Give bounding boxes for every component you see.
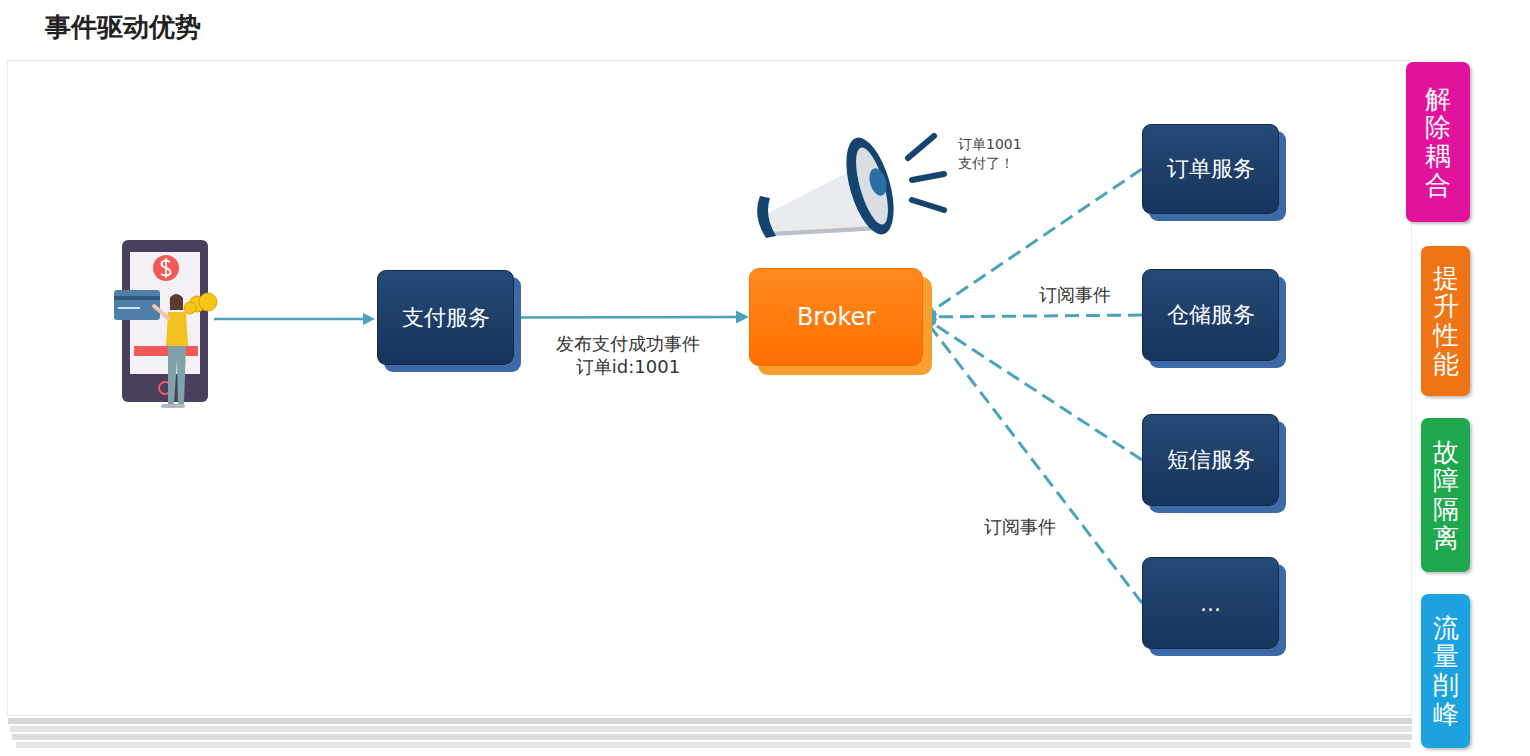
advantage-tab: 解除耦合 (1406, 62, 1470, 222)
node-text: 订单服务 (1167, 154, 1255, 184)
drawing-part (134, 346, 198, 356)
node-text: 提升性能 (1433, 264, 1459, 378)
arrow-head (736, 311, 749, 324)
edge-label: 发布支付成功事件 订单id:1001 (553, 333, 703, 378)
edge-label: 订阅事件 (981, 516, 1059, 539)
drawing-part (757, 196, 776, 238)
panel (8, 61, 1412, 716)
node-text: 仓储服务 (1167, 300, 1255, 330)
connector (931, 322, 1142, 460)
node-text: 故障隔离 (1433, 438, 1459, 552)
drawing-part (153, 255, 179, 281)
drawing-part (114, 296, 160, 300)
broker-box: Broker (749, 268, 923, 366)
drawing-part (837, 132, 903, 239)
service-box: 订单服务 (1142, 124, 1279, 214)
drawing-part (165, 258, 167, 278)
drawing-part (363, 313, 375, 325)
advantage-tab: 故障隔离 (1421, 418, 1470, 572)
callout-note: 订单1001 支付了！ (958, 135, 1022, 173)
connector (933, 315, 1142, 317)
connector (514, 316, 739, 319)
node-text: 支付服务 (402, 303, 490, 333)
drawing-part (762, 140, 862, 214)
drawing-part (161, 404, 185, 408)
page-stack (8, 718, 1412, 724)
phone-illustration (114, 240, 217, 408)
node-text: 短信服务 (1167, 445, 1255, 475)
drawing-part (170, 294, 183, 310)
drawing-part (168, 346, 186, 404)
service-box: 仓储服务 (1142, 269, 1279, 361)
drawing-part (169, 295, 183, 309)
advantage-tab: 流量削峰 (1421, 594, 1470, 748)
page-stack (10, 726, 1412, 732)
drawing-part (154, 306, 168, 318)
drawing-part (184, 302, 196, 314)
node-text: ... (1200, 591, 1221, 616)
service-box: ... (1142, 557, 1279, 649)
drawing-part (118, 307, 140, 309)
drawing-part (770, 226, 882, 236)
megaphone-icon (757, 132, 944, 239)
diagram-title: 事件驱动优势 (45, 10, 201, 45)
service-box: 支付服务 (377, 270, 514, 365)
drawing-part (908, 136, 934, 158)
node-text: 流量削峰 (1433, 614, 1459, 728)
node-text: 解除耦合 (1425, 85, 1451, 199)
node-text: Broker (797, 303, 875, 331)
page-stack (12, 734, 1412, 740)
entry-arrow (214, 313, 375, 325)
drawing-part (214, 318, 365, 321)
page-stack (16, 742, 1411, 748)
drawing-part (866, 166, 889, 197)
advantage-tab: 提升性能 (1421, 246, 1470, 396)
arrow-head (923, 317, 936, 331)
connector (931, 169, 1142, 311)
drawing-part (912, 174, 944, 180)
drawing-part (122, 240, 208, 402)
connector (929, 325, 1142, 603)
drawing-part (199, 293, 217, 311)
edge-label: 订阅事件 (1036, 284, 1114, 307)
service-box: 短信服务 (1142, 414, 1279, 506)
drawing-part (912, 200, 944, 210)
drawing-part (849, 144, 894, 228)
